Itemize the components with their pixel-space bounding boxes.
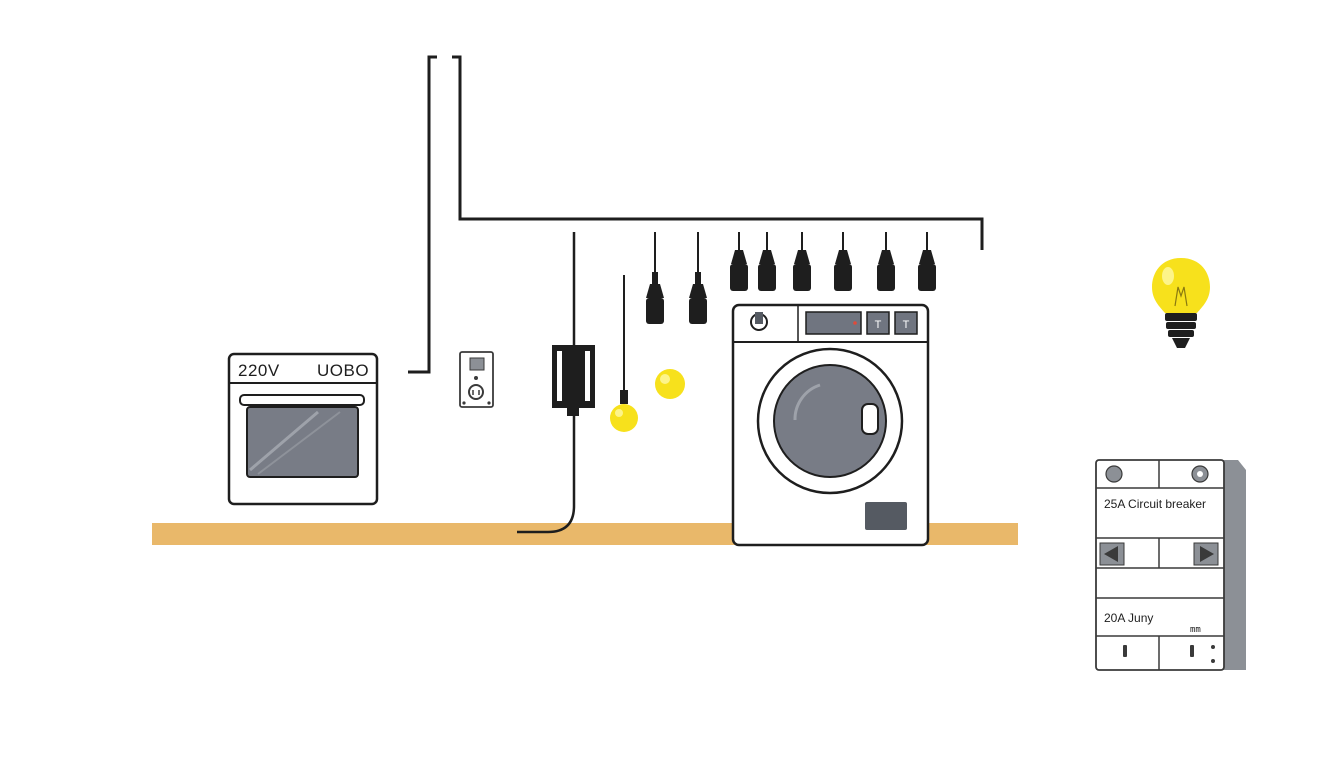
- washer-button-2-label: T: [903, 319, 910, 331]
- washer-door-handle[interactable]: [861, 403, 879, 435]
- pendant-lamp: [758, 232, 776, 291]
- oven-handle: [239, 394, 365, 406]
- pendant-lamp: [834, 232, 852, 291]
- breaker-label: 25A Circuit breaker: [1104, 497, 1206, 511]
- oven-window: [246, 406, 359, 478]
- pendant-lamp: [646, 232, 664, 324]
- power-adapter: [517, 232, 595, 534]
- washer-display: [805, 311, 862, 335]
- pendant-lamp: [793, 232, 811, 291]
- pendant-lamp: [877, 232, 895, 291]
- washer-drawer: [865, 502, 907, 530]
- breaker-toggle[interactable]: [1123, 645, 1127, 657]
- pendant-lamp: [689, 232, 707, 324]
- pendant-lamp: [730, 232, 748, 291]
- oven-voltage-label: 220V: [238, 361, 280, 380]
- washing-machine: T T: [731, 303, 930, 547]
- breaker-lower-label: 20A Juny: [1104, 611, 1153, 625]
- outlet: [459, 351, 494, 408]
- pendant-lamp: [918, 232, 936, 291]
- washer-button[interactable]: [866, 311, 890, 335]
- light-bulb-icon: [1152, 258, 1210, 348]
- washer-button-1-label: T: [875, 319, 882, 331]
- oven-brand-label: UOBO: [317, 361, 369, 380]
- breaker-indicator: [1105, 465, 1123, 483]
- washer-button[interactable]: [894, 311, 918, 335]
- breaker-small-mark: mm: [1190, 625, 1201, 635]
- pendant-lamps: [646, 232, 936, 324]
- circuit-breaker-panel: 25A Circuit breaker 20A Juny mm: [1095, 459, 1246, 671]
- main-wire: [408, 55, 984, 374]
- breaker-toggle[interactable]: [1190, 645, 1194, 657]
- glowing-bulb: [655, 369, 685, 399]
- oven: 220V UOBO: [227, 352, 379, 506]
- hanging-bulb: [610, 275, 638, 432]
